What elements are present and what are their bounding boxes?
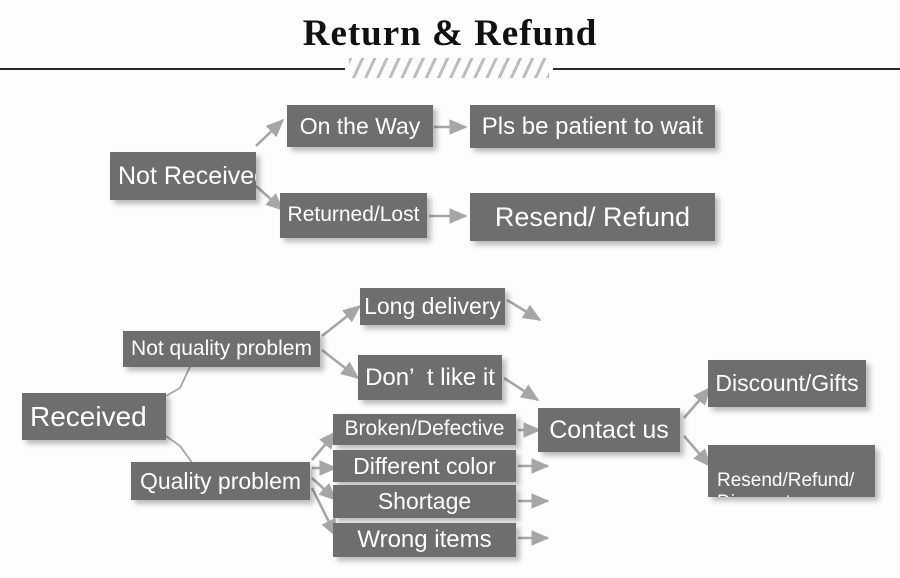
- connector-received-qualityproblem: [165, 435, 197, 469]
- header: Return & Refund: [0, 0, 900, 88]
- node-label: Broken/Defective: [344, 417, 505, 441]
- divider-line-left: [0, 68, 345, 70]
- arrow-dontlikeit-contactus: [503, 376, 540, 402]
- node-dont-like-it[interactable]: Don’ t like it: [358, 355, 502, 400]
- node-label: Resend/ Refund: [494, 201, 691, 232]
- node-shortage[interactable]: Shortage: [333, 485, 516, 518]
- hatched-divider-ornament: [349, 58, 549, 78]
- arrow-longdelivery-contactus: [506, 298, 542, 322]
- node-label: Contact us: [549, 415, 669, 444]
- arrow-notquality-dontlikeit: [321, 348, 360, 380]
- arrow-notreceived-ontheway: [255, 118, 285, 147]
- node-label: Quality problem: [139, 467, 302, 494]
- node-label: Not quality problem: [131, 336, 312, 360]
- node-broken-defective[interactable]: Broken/Defective: [333, 414, 516, 445]
- node-resend-refund[interactable]: Resend/ Refund: [470, 193, 715, 241]
- node-label: Wrong items: [357, 526, 492, 554]
- node-received[interactable]: Received: [22, 393, 166, 440]
- node-label: Returned/Lost: [287, 203, 420, 227]
- node-discount-gifts[interactable]: Discount/Gifts: [708, 360, 866, 407]
- node-label: Pls be patient to wait: [481, 112, 704, 140]
- arrow-quality-wrongitems: [310, 487, 338, 538]
- node-label: Received: [30, 400, 147, 432]
- node-label: Don’ t like it: [365, 363, 495, 391]
- page-title: Return & Refund: [302, 13, 598, 54]
- node-contact-us[interactable]: Contact us: [538, 408, 680, 452]
- node-label: On the Way: [299, 112, 421, 139]
- node-label: Long delivery: [364, 293, 501, 320]
- node-long-delivery[interactable]: Long delivery: [360, 288, 505, 325]
- arrow-notreceived-returnedlost: [255, 185, 285, 212]
- node-quality-problem[interactable]: Quality problem: [131, 462, 310, 500]
- node-label: Shortage: [377, 488, 472, 515]
- flowchart: Not Received On the Way Returned/Lost Pl…: [0, 88, 900, 578]
- node-not-quality-problem[interactable]: Not quality problem: [123, 331, 320, 367]
- node-label: Resend/Refund/ Discount: [717, 470, 855, 497]
- node-returned-lost[interactable]: Returned/Lost: [280, 193, 427, 238]
- node-label: Different color: [353, 452, 496, 479]
- node-not-received[interactable]: Not Received: [110, 152, 256, 200]
- node-on-the-way[interactable]: On the Way: [287, 105, 433, 147]
- node-different-color[interactable]: Different color: [333, 450, 516, 482]
- arrow-notquality-longdelivery: [321, 304, 362, 338]
- arrow-contactus-resendrefunddiscount: [683, 435, 712, 468]
- watermark-text: [770, 58, 890, 84]
- node-pls-be-patient-to-wait[interactable]: Pls be patient to wait: [470, 105, 715, 148]
- node-label: Not Received: [118, 161, 256, 190]
- node-resend-refund-discount[interactable]: Resend/Refund/ Discount: [708, 445, 875, 497]
- arrow-quality-shortage: [311, 477, 338, 502]
- divider-line-right: [553, 68, 900, 70]
- node-wrong-items[interactable]: Wrong items: [333, 523, 516, 557]
- node-label: Discount/Gifts: [715, 370, 859, 397]
- arrow-contactus-discountgifts: [683, 386, 712, 419]
- arrow-quality-brokendefective: [311, 430, 338, 461]
